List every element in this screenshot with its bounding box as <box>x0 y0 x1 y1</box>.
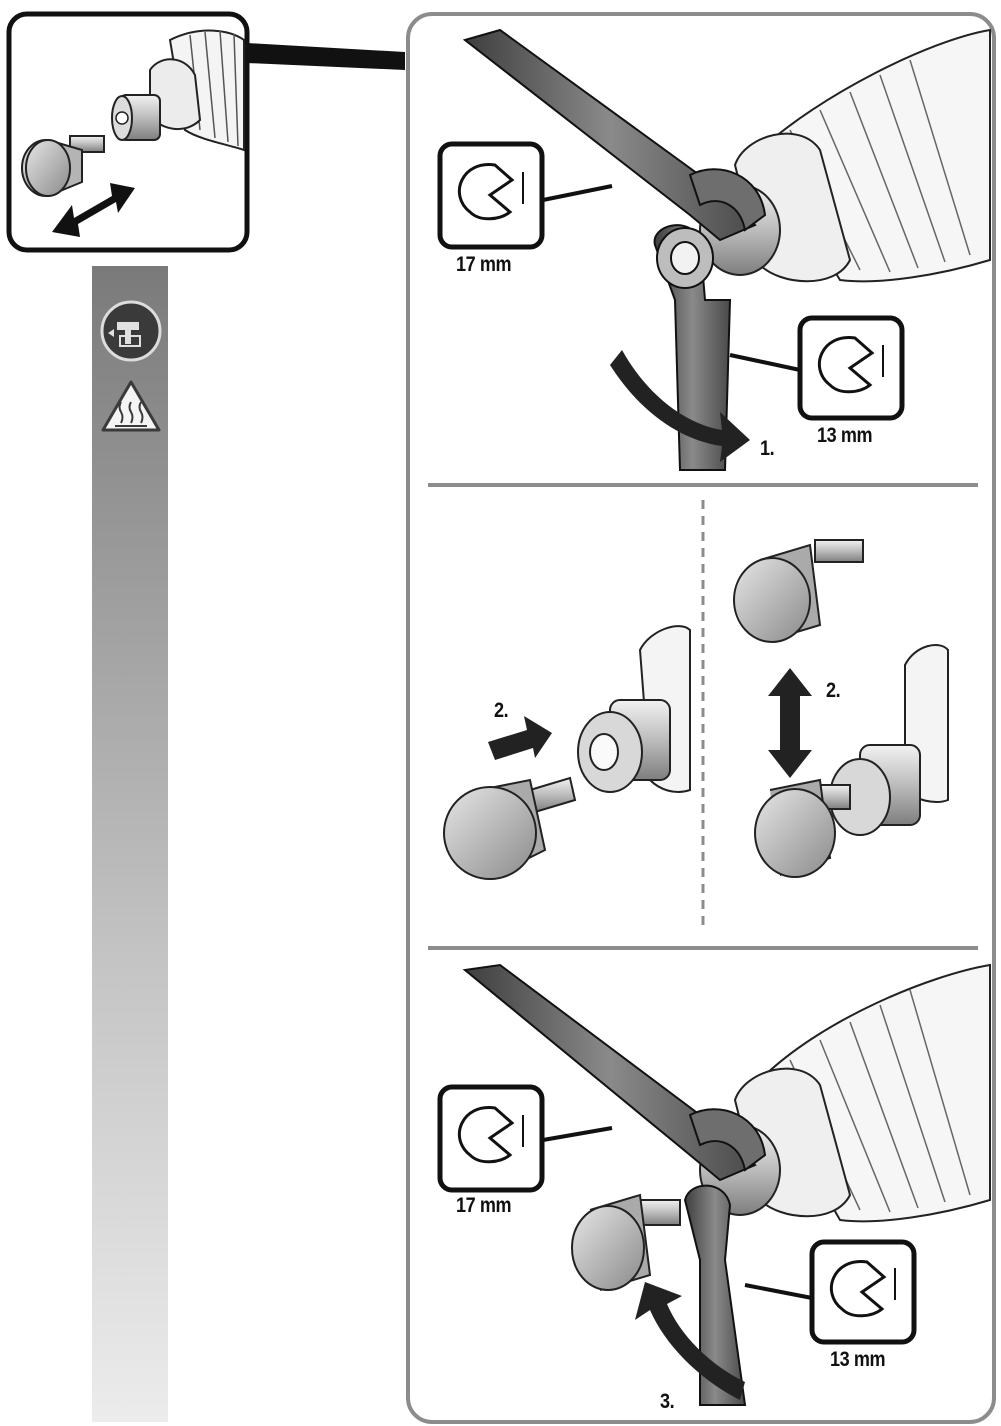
inset-overview <box>6 11 405 253</box>
panel3-step-label: 3. <box>660 1390 675 1413</box>
panel-1-loosen-illustration <box>437 28 991 471</box>
panel1-step-label: 1. <box>760 437 775 460</box>
sidebar-gradient-bar <box>92 266 168 1422</box>
panel-3-tighten-illustration <box>437 963 991 1406</box>
remove-battery-icon <box>100 300 162 362</box>
panel-2-insert-right <box>733 539 949 878</box>
panel1-13mm-label: 13 mm <box>817 424 873 447</box>
panel1-17mm-label: 17 mm <box>456 253 512 276</box>
main-frame <box>406 12 996 1424</box>
panel2-right-step-label: 2. <box>826 679 841 702</box>
panel3-13mm-label: 13 mm <box>830 1348 886 1371</box>
panel3-17mm-label: 17 mm <box>456 1194 512 1217</box>
hot-surface-warning-icon <box>101 380 161 432</box>
panel2-left-step-label: 2. <box>494 699 509 722</box>
panel-2-insert-left <box>443 625 691 880</box>
